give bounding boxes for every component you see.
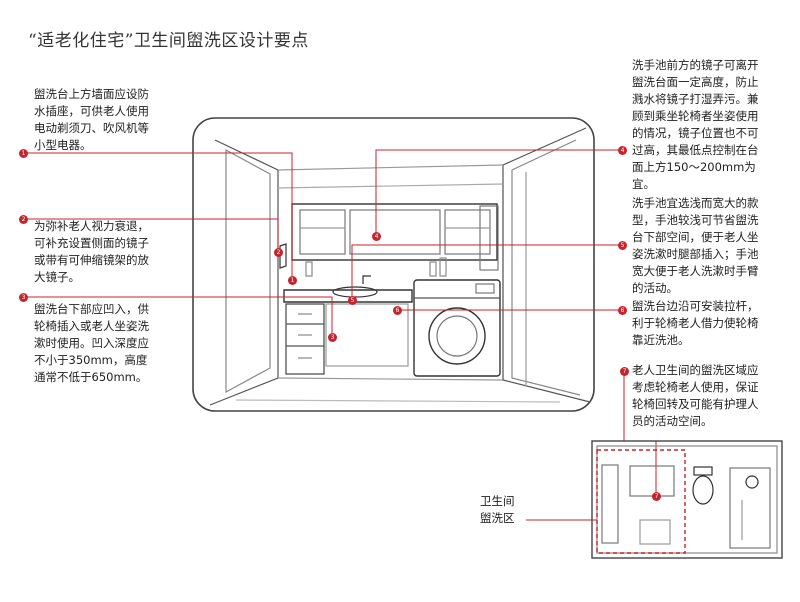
- marker-5-right: 5: [618, 241, 627, 250]
- note-line: 型，手池较浅可节省盥洗: [632, 213, 759, 227]
- note-line: 宽大便于老人洗漱时手臂: [632, 264, 759, 278]
- note-line: 面上方150～200mm为: [632, 160, 756, 174]
- note-line: 可补充设置侧面的镜子: [34, 236, 149, 250]
- marker-1-left: 1: [19, 149, 28, 158]
- note-line: 员的活动空间。: [632, 414, 713, 428]
- note-line: 为弥补老人视力衰退，: [34, 219, 149, 233]
- plan-label-line: 卫生间: [480, 494, 515, 508]
- note-line: 溅水将镜子打湿弄污。兼: [632, 92, 759, 106]
- washing-machine: [413, 279, 501, 377]
- marker-1-fig: 1: [288, 276, 297, 285]
- right-wall: [502, 127, 591, 403]
- note-line: 盥洗台边沿可安装拉杆，: [632, 299, 759, 313]
- note-line: 轮椅回转及可能有护理人: [632, 397, 759, 411]
- side-mirror: [279, 243, 287, 269]
- drawer-unit: [285, 303, 325, 375]
- marker-6-fig: 6: [393, 306, 402, 315]
- note-line: 利于轮椅老人借力使轮椅: [632, 316, 759, 330]
- note-4: 洗手池前方的镜子可离开 盥洗台面一定高度，防止 溅水将镜子打湿弄污。兼 顾到乘坐…: [632, 57, 792, 193]
- leader-line-1: [23, 152, 293, 280]
- note-line: 洗手池前方的镜子可离开: [632, 58, 759, 72]
- marker-7-plan: 7: [652, 492, 661, 501]
- note-7: 老人卫生间的盥洗区域应 考虑轮椅老人使用，保证 轮椅回转及可能有护理人 员的活动…: [632, 362, 792, 430]
- marker-4-right: 4: [618, 146, 627, 155]
- note-1: 盥洗台上方墙面应设防 水插座，可供老人使用 电动剃须刀、吹风机等 小型电器。: [34, 86, 204, 154]
- marker-4-fig: 4: [372, 232, 381, 241]
- marker-6-right: 6: [618, 306, 627, 315]
- note-line: 盥洗台下部应凹入，供: [34, 302, 149, 316]
- marker-5-fig: 5: [348, 296, 357, 305]
- note-line: 轮椅插入或老人坐姿洗: [34, 319, 149, 333]
- mirror-cabinet: [291, 203, 498, 261]
- leader-line-4: [375, 149, 622, 236]
- leader-line-2: [23, 218, 279, 252]
- note-line: 的情况，镜子位置也不可: [632, 126, 759, 140]
- note-line: 大镜子。: [34, 270, 80, 284]
- note-line: 洗手池宜选浅而宽大的款: [632, 196, 759, 210]
- marker-2-fig: 2: [274, 248, 283, 257]
- note-line: 过高，其最低点控制在台: [632, 143, 759, 157]
- leader-line-3: [23, 296, 333, 337]
- note-line: 盥洗台上方墙面应设防: [34, 87, 149, 101]
- marker-7-right: 7: [620, 367, 629, 376]
- note-line: 台下部空间，便于老人坐: [632, 230, 759, 244]
- view-frame: [192, 117, 595, 412]
- note-line: 的活动。: [632, 281, 678, 295]
- note-6: 盥洗台边沿可安装拉杆， 利于轮椅老人借力使轮椅 靠近洗池。: [632, 298, 792, 349]
- note-line: 水插座，可供老人使用: [34, 104, 149, 118]
- plan-label-line: 盥洗区: [480, 511, 515, 525]
- plan-label: 卫生间 盥洗区: [480, 493, 540, 527]
- note-line: 电动剃须刀、吹风机等: [34, 121, 149, 135]
- sink: [332, 286, 378, 298]
- leader-line-5: [351, 244, 622, 300]
- note-line: 顾到乘坐轮椅者坐姿使用: [632, 109, 759, 123]
- note-3: 盥洗台下部应凹入，供 轮椅插入或老人坐姿洗 漱时使用。凹入深度应 不小于350m…: [34, 301, 204, 386]
- note-line: 盥洗台面一定高度，防止: [632, 75, 759, 89]
- note-line: 通常不低于650mm。: [34, 370, 148, 384]
- vanity-counter: [283, 289, 413, 303]
- left-wall: [209, 139, 279, 406]
- note-line: 考虑轮椅老人使用，保证: [632, 380, 759, 394]
- marker-3-left: 3: [19, 293, 28, 302]
- note-line: 小型电器。: [34, 138, 92, 152]
- note-2: 为弥补老人视力衰退， 可补充设置侧面的镜子 或带有可伸缩镜架的放 大镜子。: [34, 218, 204, 286]
- note-line: 漱时使用。凹入深度应: [34, 336, 149, 350]
- floor-plan-frame: [591, 440, 783, 559]
- vanity-recess: [325, 303, 409, 367]
- note-5: 洗手池宜选浅而宽大的款 型，手池较浅可节省盥洗 台下部空间，便于老人坐 姿洗漱时…: [632, 195, 792, 297]
- note-line: 或带有可伸缩镜架的放: [34, 253, 149, 267]
- washing-area-highlight: [596, 449, 686, 554]
- note-line: 老人卫生间的盥洗区域应: [632, 363, 759, 377]
- page-title: “适老化住宅”卫生间盥洗区设计要点: [28, 31, 309, 51]
- note-line: 不小于350mm，高度: [34, 353, 148, 367]
- marker-2-left: 2: [19, 215, 28, 224]
- note-line: 靠近洗池。: [632, 333, 690, 347]
- note-line: 宜。: [632, 177, 655, 191]
- note-line: 姿洗漱时腿部插入；手池: [632, 247, 759, 261]
- marker-3-fig: 3: [328, 333, 337, 342]
